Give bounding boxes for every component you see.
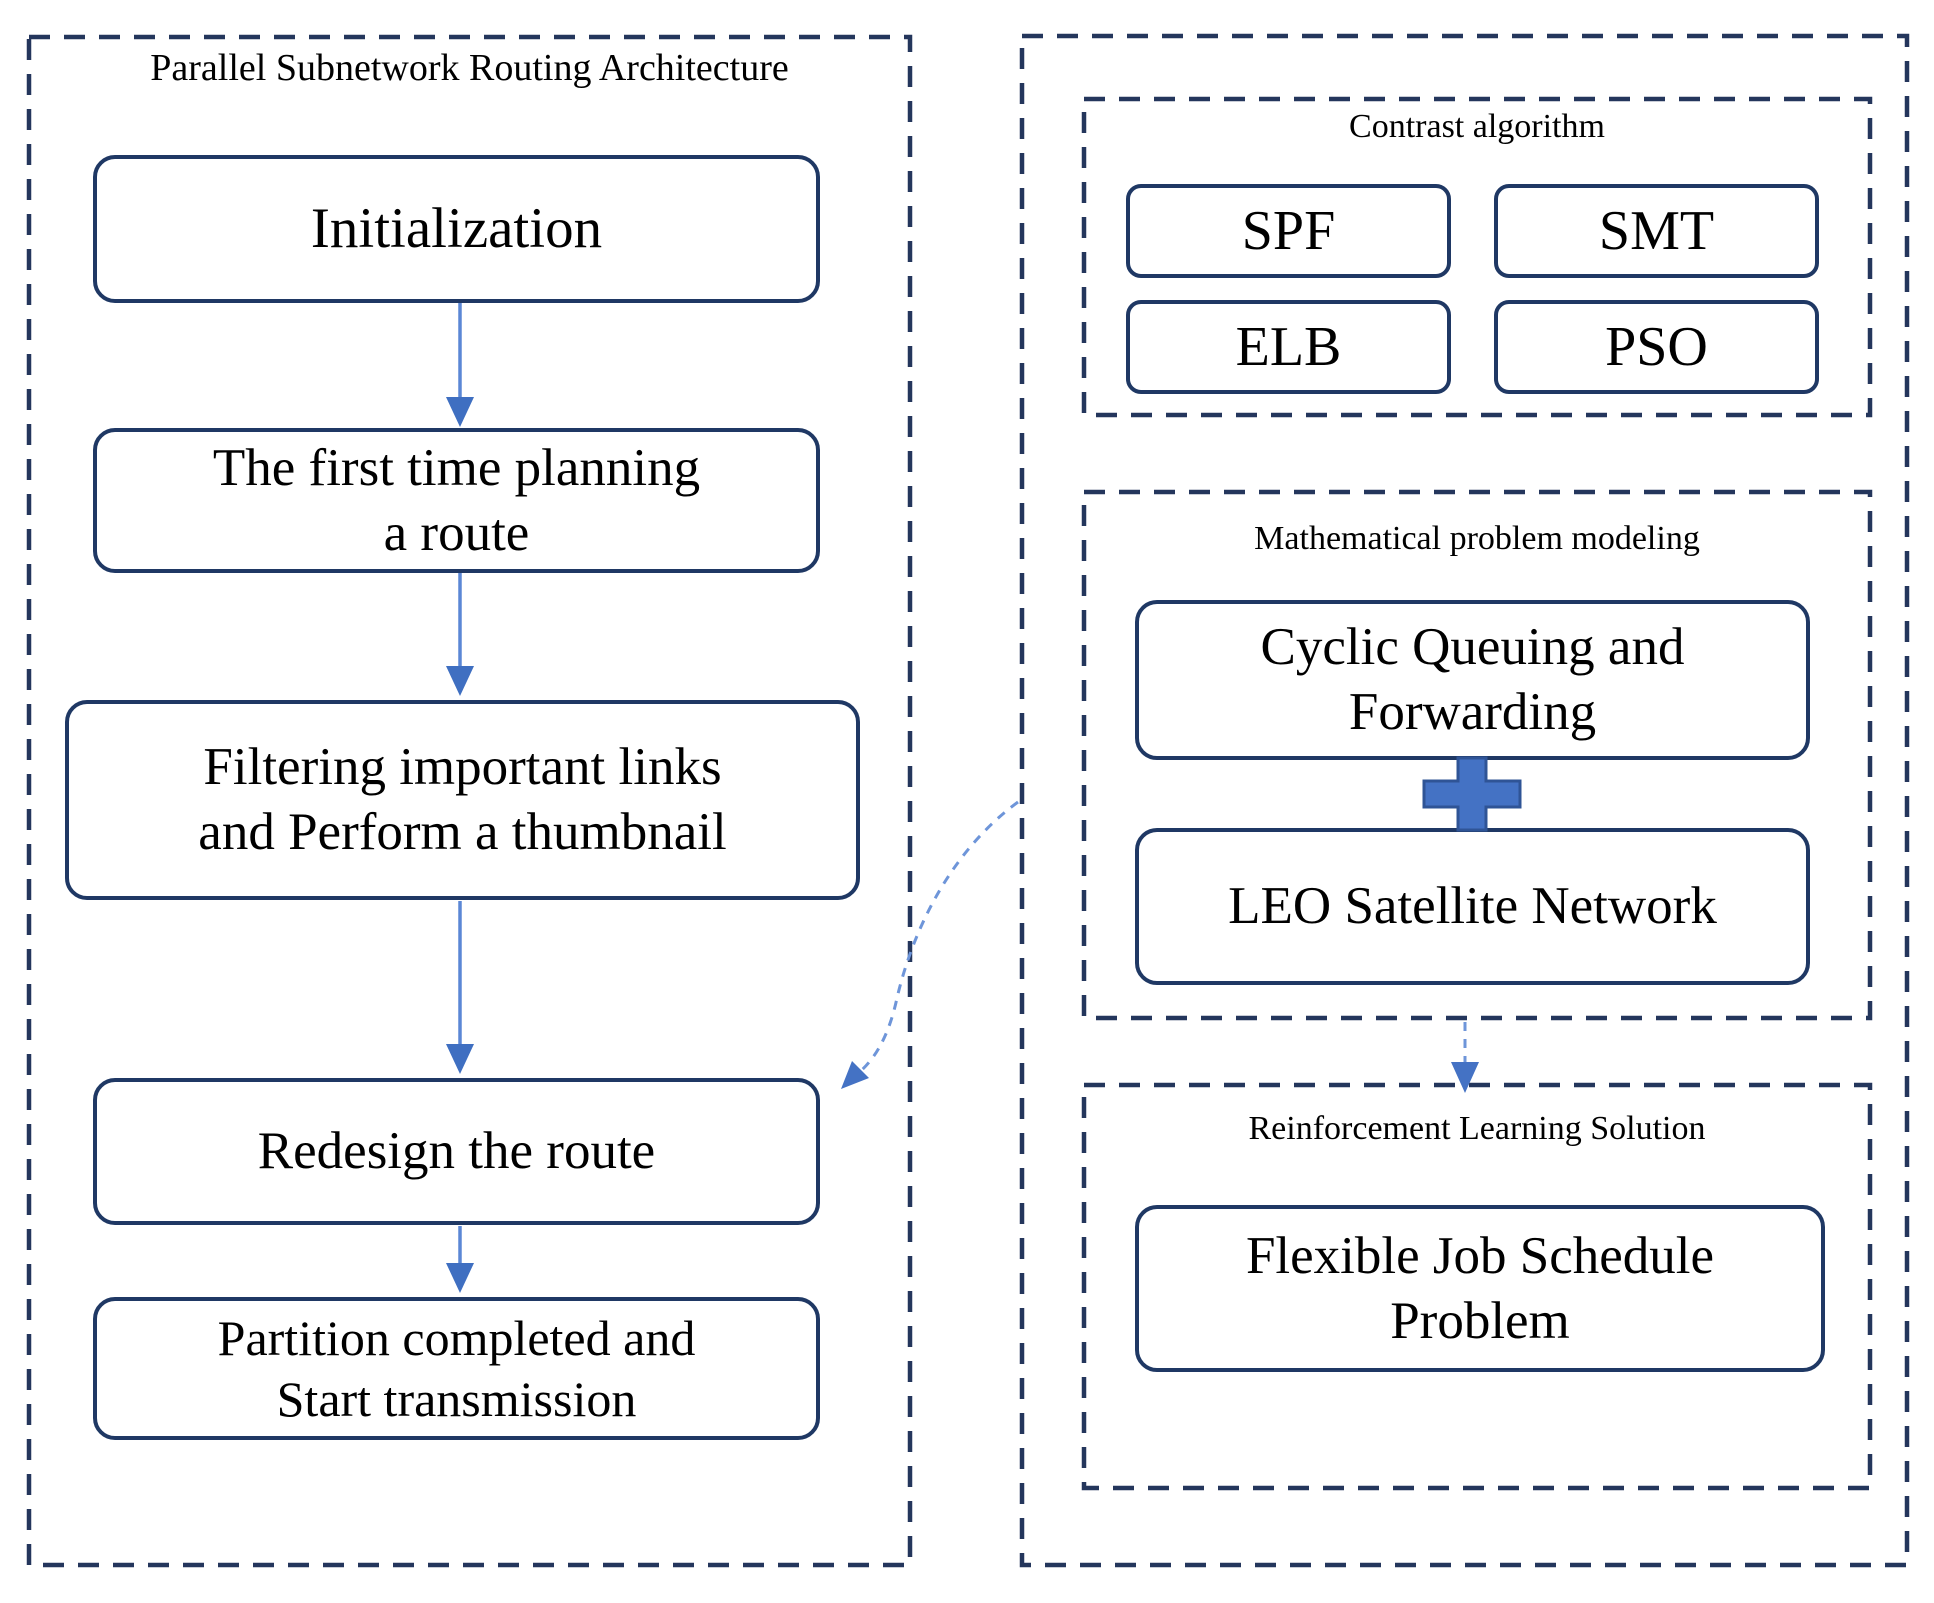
step-box-redesign-route: Redesign the route <box>93 1078 820 1225</box>
step-box-first-time-planning: The first time planning a route <box>93 428 820 573</box>
step-box-filtering-links: Filtering important links and Perform a … <box>65 700 860 900</box>
contrast-panel-title: Contrast algorithm <box>1349 108 1605 145</box>
algo-box-pso: PSO <box>1494 300 1819 394</box>
flow-arrow-2 <box>446 573 474 696</box>
algo-box-elb: ELB <box>1126 300 1451 394</box>
algo-box-spf: SPF <box>1126 184 1451 278</box>
modeling-box-cyclic-queuing: Cyclic Queuing and Forwarding <box>1135 600 1810 760</box>
modeling-panel-title: Mathematical problem modeling <box>1254 520 1700 557</box>
step-box-partition-completed: Partition completed and Start transmissi… <box>93 1297 820 1440</box>
dashed-arrow-down <box>1451 1022 1479 1093</box>
flow-arrow-1 <box>446 303 474 427</box>
curved-dashed-arrow <box>841 800 1019 1089</box>
algo-box-smt: SMT <box>1494 184 1819 278</box>
left-panel-title: Parallel Subnetwork Routing Architecture <box>150 47 789 89</box>
flow-arrow-3 <box>446 901 474 1074</box>
modeling-box-leo-satellite: LEO Satellite Network <box>1135 828 1810 985</box>
rl-panel-title: Reinforcement Learning Solution <box>1248 1110 1706 1147</box>
flow-arrow-4 <box>446 1226 474 1293</box>
rl-box-flexible-job-schedule: Flexible Job Schedule Problem <box>1135 1205 1825 1372</box>
step-box-initialization: Initialization <box>93 155 820 303</box>
plus-icon <box>1422 756 1522 832</box>
